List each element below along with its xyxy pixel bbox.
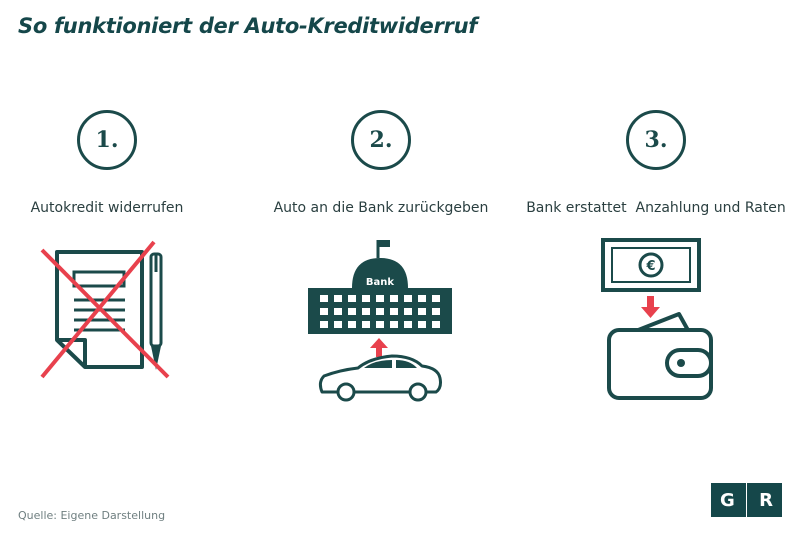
page-title: So funktioniert der Auto-Kreditwiderruf <box>18 14 478 38</box>
step-1-label: Autokredit widerrufen <box>30 200 184 216</box>
logo-letter-r: R <box>759 489 773 511</box>
crossed-out-contract-icon <box>40 240 170 379</box>
step-3: 3. Bank erstattet Anzahlung und Raten <box>526 110 786 216</box>
step-3-label: Bank erstattet Anzahlung und Raten <box>526 200 786 216</box>
logo-letter-g: G <box>720 489 735 511</box>
logo-divider <box>746 483 748 517</box>
step-1: 1. Autokredit widerrufen <box>0 110 237 216</box>
car-to-bank-icon: Bank <box>308 240 452 402</box>
step-3-number: 3. <box>626 110 686 170</box>
step-2-label: Auto an die Bank zurückgeben <box>273 200 489 216</box>
step-2: 2. Auto an die Bank zurückgeben <box>251 110 511 216</box>
step-2-number: 2. <box>351 110 411 170</box>
bank-sign: Bank <box>366 277 394 288</box>
gr-logo: G R <box>711 483 782 517</box>
step-1-number: 1. <box>77 110 137 170</box>
money-to-wallet-icon: € <box>601 238 713 400</box>
source-note: Quelle: Eigene Darstellung <box>18 509 166 522</box>
euro-symbol: € <box>645 259 655 274</box>
